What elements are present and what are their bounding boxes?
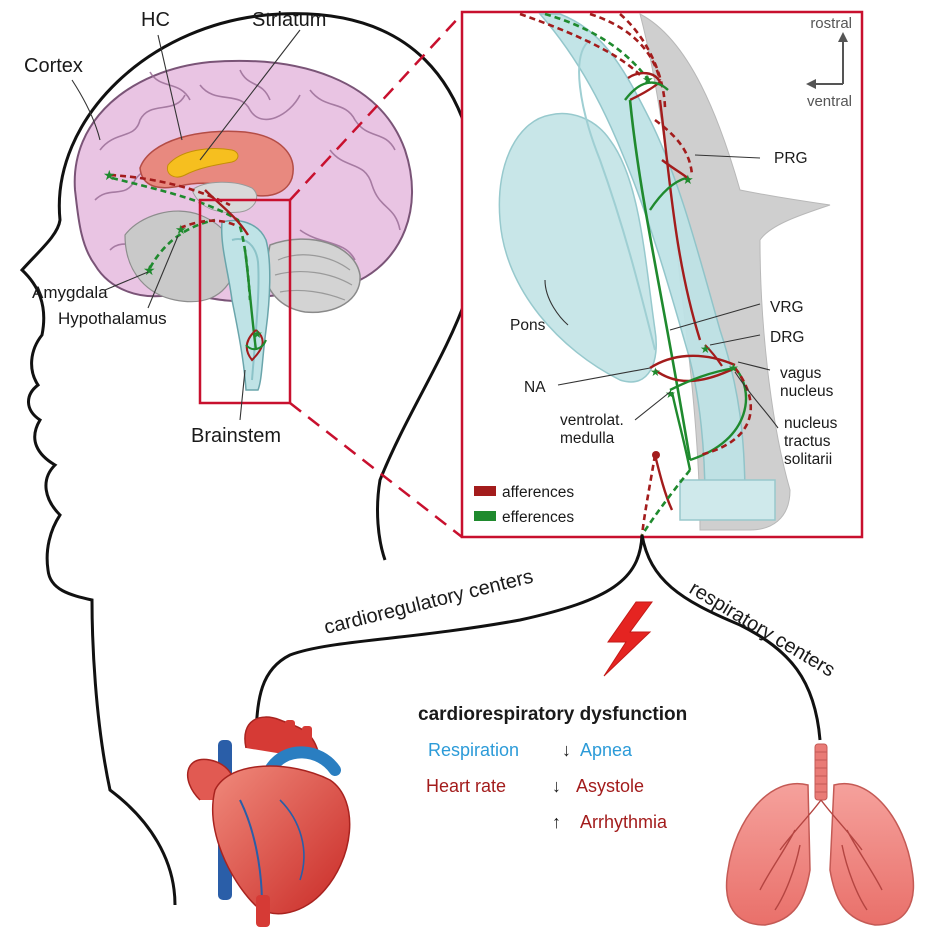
amygdala-label: Amygdala — [32, 283, 108, 302]
leader-hypothalamus — [147, 235, 179, 309]
descending-efferent — [640, 469, 692, 536]
hypothalamus-label: Hypothalamus — [58, 309, 167, 328]
zoom-guide-bottom — [289, 402, 463, 538]
vagus-label-1: vagus — [780, 365, 822, 382]
aorta-branch — [302, 726, 312, 748]
ventral-label: ventral — [807, 93, 852, 110]
dot-marker — [652, 451, 660, 459]
brainstem-label: Brainstem — [191, 425, 281, 447]
ventrolat-label-2: medulla — [560, 430, 615, 447]
drg-label: DRG — [770, 329, 804, 346]
branching-paths — [254, 534, 822, 741]
coronary-vessel — [239, 799, 263, 906]
legend-swatch-afferent — [474, 486, 496, 496]
zoom-guide-top — [289, 13, 463, 201]
heart-illustration — [186, 716, 351, 927]
pons-label: Pons — [510, 317, 546, 334]
striatum — [166, 148, 239, 178]
inset-brainstem-front — [578, 39, 656, 351]
left-lung — [725, 782, 811, 926]
leader-striatum — [199, 29, 301, 161]
leader-nts — [734, 371, 779, 429]
ventrolat-label-1: ventrolat. — [560, 412, 624, 429]
nts-label-1: nucleus — [784, 415, 838, 432]
arrow-down-icon: ↓ — [552, 776, 561, 796]
ventricles — [212, 765, 351, 915]
lungs-illustration — [725, 743, 915, 926]
brain: ★ ★ ★ ★ — [73, 59, 414, 405]
rostral-label: rostral — [810, 15, 852, 32]
inset-pathways: ★ ★ ★ ★ ★ ★ — [519, 12, 752, 511]
pulmonary-artery — [264, 746, 341, 776]
star-icon: ★ — [642, 72, 654, 87]
lightning-icon — [603, 601, 653, 677]
leader-amygdala — [104, 271, 149, 291]
star-icon: ★ — [682, 172, 694, 187]
star-icon: ★ — [252, 327, 263, 341]
nts-label-2: tractus — [784, 433, 831, 450]
respiration-label: Respiration — [428, 740, 519, 760]
leader-cortex — [71, 79, 101, 141]
orientation-arrows — [806, 32, 848, 89]
descending-aorta — [256, 895, 270, 927]
nts-label-3: solitarii — [784, 451, 832, 468]
inset-spinal-cord — [679, 479, 776, 521]
aorta-branch — [268, 722, 278, 744]
star-icon: ★ — [650, 365, 661, 379]
brainstem-zoom-box — [198, 198, 292, 405]
arrow-up-icon: ↑ — [552, 812, 561, 832]
legend-afferent-label: afferences — [502, 484, 574, 501]
inset-pons — [498, 112, 657, 383]
coronary-vessel — [279, 799, 305, 881]
cerebellum-folia — [274, 254, 353, 301]
cortex-label: Cortex — [24, 55, 83, 77]
leader-ventrolat — [634, 391, 671, 421]
descending-afferent — [640, 454, 657, 536]
legend: afferences efferences — [474, 484, 574, 526]
trachea-rings — [815, 751, 827, 793]
apnea-label: Apnea — [580, 740, 633, 760]
legend-efferent-label: efferences — [502, 509, 574, 526]
aorta-branch — [285, 720, 295, 742]
arrhythmia-label: Arrhythmia — [580, 812, 668, 832]
leader-prg — [694, 154, 761, 159]
brainstem-inset: ★ ★ ★ ★ ★ ★ rostral ventral PRG Pons VRG… — [460, 10, 864, 539]
respiratory-label: respiratory centers — [685, 577, 838, 681]
heart-rate-label: Heart rate — [426, 776, 506, 796]
asystole-label: Asystole — [576, 776, 644, 796]
leader-hc — [157, 34, 183, 141]
arrow-down-icon: ↓ — [562, 740, 571, 760]
star-icon: ★ — [700, 342, 711, 356]
dysfunction-title: cardiorespiratory dysfunction — [418, 704, 687, 725]
star-icon: ★ — [175, 222, 187, 237]
brainstem — [220, 219, 271, 391]
star-icon: ★ — [143, 262, 156, 278]
star-icon: ★ — [665, 387, 676, 401]
right-lung — [829, 782, 915, 926]
bronchi — [759, 799, 883, 911]
leader-na — [557, 367, 651, 386]
star-icon: ★ — [103, 167, 116, 183]
chin-curve — [60, 515, 110, 535]
leader-pons — [544, 279, 569, 326]
hc-label: HC — [141, 9, 170, 31]
striatum-label: Striatum — [252, 9, 326, 31]
leader-vrg — [669, 303, 761, 331]
vrg-label: VRG — [770, 299, 804, 316]
star-icon: ★ — [728, 361, 739, 375]
leader-drg — [709, 334, 761, 346]
vagus-label-2: nucleus — [780, 383, 834, 400]
leader-vagus — [737, 361, 771, 371]
prg-label: PRG — [774, 150, 808, 167]
cardioregulatory-label: cardioregulatory centers — [322, 566, 536, 639]
na-label: NA — [524, 379, 546, 396]
leader-brainstem — [239, 369, 246, 421]
legend-swatch-efferent — [474, 511, 496, 521]
